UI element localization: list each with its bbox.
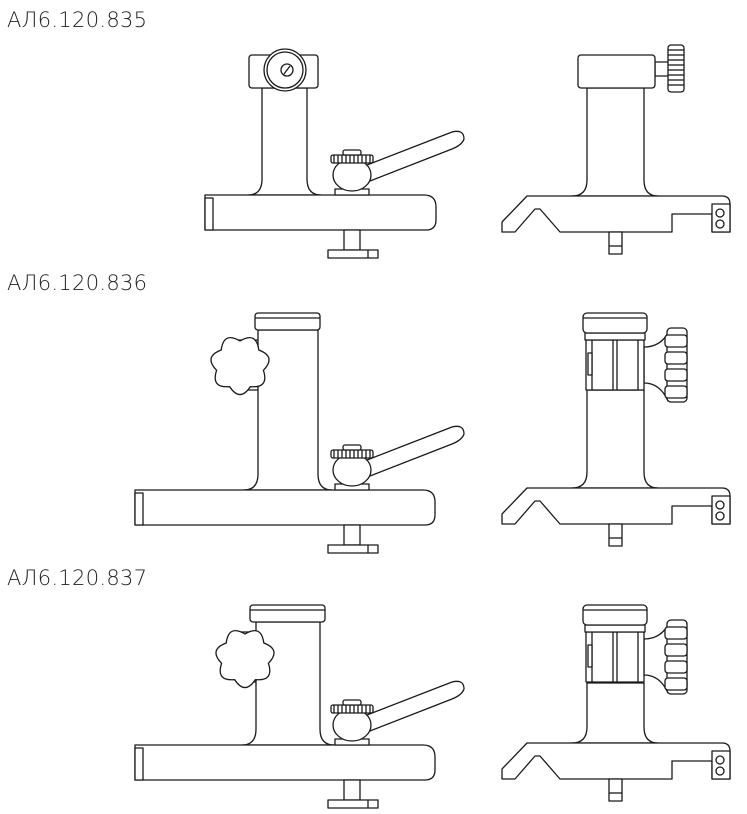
star-knob-icon [215, 630, 275, 689]
jaw-tab [587, 644, 593, 668]
view-836-side [501, 312, 731, 547]
view-837-side [501, 604, 731, 802]
stem [608, 523, 623, 547]
clamp-jaw-left [591, 339, 614, 391]
view-837-front [134, 604, 465, 809]
base-v-block [501, 195, 731, 233]
column [571, 389, 659, 489]
column-cap [582, 604, 648, 626]
clamp-lever [366, 680, 465, 732]
stem [343, 779, 361, 801]
base-v-block [501, 742, 731, 780]
knob-neck [654, 61, 670, 77]
screw-icon [715, 755, 725, 765]
base-end-tab [134, 747, 144, 781]
head-housing [577, 54, 656, 89]
knob-lobe [664, 385, 688, 399]
stem [343, 524, 361, 546]
knob-lobe [664, 368, 688, 382]
variant-label-837: АЛ6.120.837 [7, 566, 148, 590]
base-plate [134, 489, 436, 526]
foot [327, 249, 379, 259]
view-836-front [134, 312, 465, 554]
clamp-knurled-ring [330, 449, 374, 459]
base-v-block [501, 487, 731, 525]
clamp-nub [342, 699, 362, 706]
column-cap [249, 604, 326, 623]
clamp-knurled-ring [330, 704, 374, 714]
clamp-jaw-left [591, 631, 614, 683]
screw-icon [715, 219, 725, 229]
base-plate [204, 194, 437, 231]
column-cap [254, 312, 321, 331]
knob-lobe [664, 351, 688, 365]
collar [584, 332, 646, 341]
clamp-knurled-ring [330, 154, 374, 164]
column [247, 87, 322, 196]
stem [608, 231, 623, 255]
clamp-ball [332, 158, 372, 192]
clamp-ball [332, 708, 372, 742]
jaw-tab [587, 352, 593, 376]
stem [343, 229, 361, 251]
screw-icon [715, 511, 725, 521]
collar [584, 624, 646, 633]
foot [327, 544, 379, 554]
stem [608, 778, 623, 802]
base-end-tab [204, 197, 214, 231]
clamp-lever [366, 425, 465, 477]
clamp-jaw-right [616, 631, 639, 683]
knob-lobe [664, 334, 688, 348]
knob-lobe [664, 660, 688, 674]
column-cap [582, 312, 648, 334]
knob-lobe [664, 677, 688, 691]
column [571, 87, 659, 197]
knob-lobe [664, 643, 688, 657]
column [571, 682, 659, 744]
base-plate [134, 744, 436, 781]
screw-icon [715, 500, 725, 510]
knob-lobe [664, 626, 688, 640]
clamp-lever [366, 130, 465, 182]
foot [327, 799, 379, 809]
variant-label-836: АЛ6.120.836 [7, 271, 148, 295]
screw-icon [715, 208, 725, 218]
screw-slot [283, 65, 291, 75]
clamp-jaw-right [616, 339, 639, 391]
clamp-ball [332, 453, 372, 487]
star-knob-icon [210, 337, 270, 396]
clamp-nub [342, 444, 362, 451]
view-835-side [501, 44, 731, 255]
clamp-nub [342, 149, 362, 156]
variant-label-835: АЛ6.120.835 [7, 8, 148, 32]
base-end-tab [134, 492, 144, 526]
screw-icon [715, 766, 725, 776]
view-835-front [204, 48, 465, 259]
